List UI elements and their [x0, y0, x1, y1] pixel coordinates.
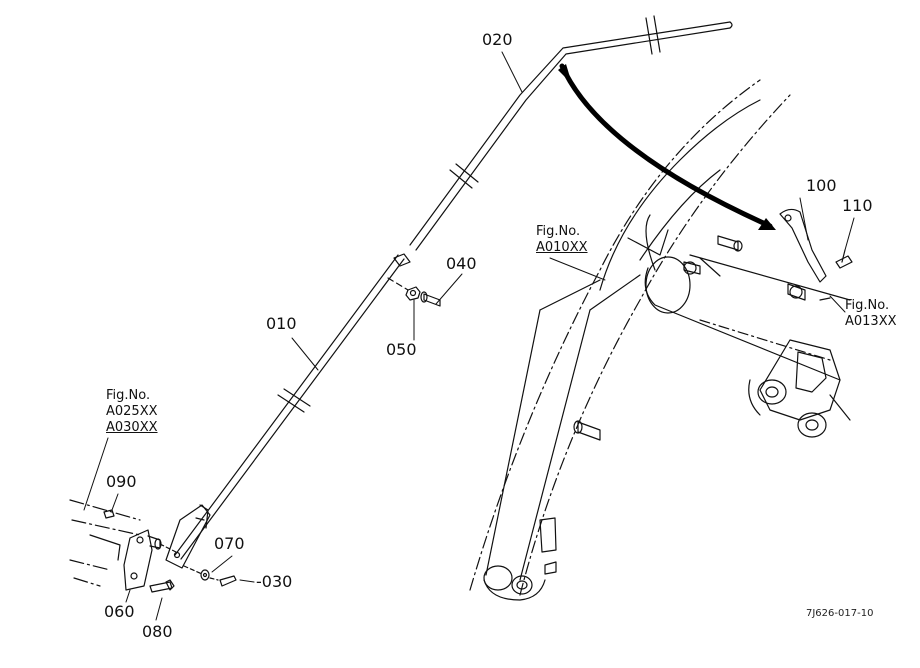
- part-label-110: 110: [842, 196, 873, 215]
- fig-ref-a025-title: Fig.No.: [106, 388, 151, 403]
- fig-ref-a013-code: A013XX: [845, 314, 897, 329]
- fig-ref-a013-title: Fig.No.: [845, 298, 890, 313]
- part-label-010: 010: [266, 314, 297, 333]
- plate-060: [69, 499, 177, 593]
- fig-ref-a025-code2: A030XX: [106, 420, 158, 435]
- fig-ref-a025: Fig.No. A025XX A030XX: [106, 388, 158, 436]
- fig-ref-a013: Fig.No. A013XX: [845, 298, 897, 330]
- lever-100: [779, 208, 827, 283]
- part-label-030: -030: [256, 572, 293, 591]
- fig-ref-a010-title: Fig.No.: [536, 224, 581, 239]
- part-label-030-text: 030: [261, 572, 293, 591]
- part-label-050: 050: [386, 340, 417, 359]
- loader-frame: [469, 79, 851, 601]
- part-label-040: 040: [446, 254, 477, 273]
- fig-ref-a010-code: A010XX: [536, 240, 588, 255]
- part-label-060: 060: [104, 602, 135, 621]
- direction-arrow: [558, 63, 776, 230]
- fig-ref-a010: Fig.No. A010XX: [536, 224, 588, 256]
- part-label-090: 090: [106, 472, 137, 491]
- fasteners-040-050: [387, 277, 441, 307]
- fig-ref-a025-code1: A025XX: [106, 404, 158, 419]
- part-label-020: 020: [482, 30, 513, 49]
- rod-assembly: [165, 15, 733, 569]
- part-label-070: 070: [214, 534, 245, 553]
- leader-lines: [83, 51, 855, 621]
- part-label-080: 080: [142, 622, 173, 641]
- washer-070-pin-030: [183, 565, 237, 587]
- drawing-code: 7J626-017-10: [806, 608, 874, 619]
- bolt-110: [819, 249, 853, 301]
- part-label-100: 100: [806, 176, 837, 195]
